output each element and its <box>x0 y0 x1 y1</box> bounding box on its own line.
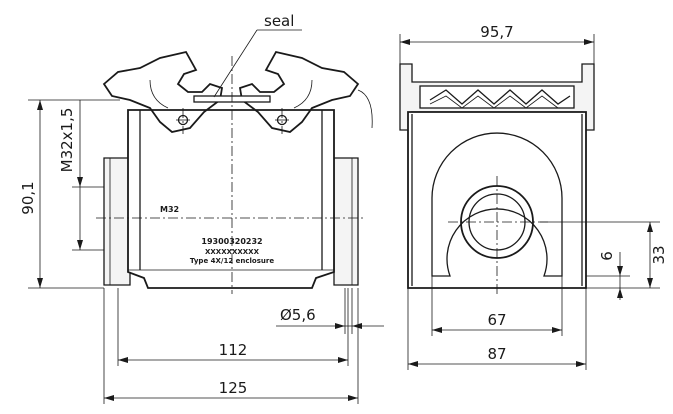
part-number-marking: 19300320232 <box>201 237 262 246</box>
dim-thread: M32x1,5 <box>58 108 76 173</box>
dim-length-inner: 112 <box>219 341 248 359</box>
type-marking: Type 4X/12 enclosure <box>190 257 274 265</box>
side-view: seal M32 19300320232 XXXXXXXXXX Type 4X/… <box>19 12 384 404</box>
right-locking-lever <box>238 50 360 133</box>
front-arch <box>431 132 563 277</box>
side-boss-left <box>103 157 131 286</box>
side-boss-right <box>333 157 359 286</box>
dim-center-height: 33 <box>650 245 668 264</box>
dim-base-offset: 6 <box>598 251 616 261</box>
dim-width-inner: 67 <box>487 311 506 329</box>
dim-length-outer: 125 <box>219 379 248 397</box>
dim-width-top: 95,7 <box>480 23 513 41</box>
dim-hole: Ø5,6 <box>280 306 316 324</box>
dim-height-total: 90,1 <box>19 181 37 214</box>
left-locking-lever <box>102 50 224 133</box>
seal-callout: seal <box>264 12 294 30</box>
dim-width-outer: 87 <box>487 345 506 363</box>
side-housing <box>127 109 335 289</box>
code-marking: XXXXXXXXXX <box>205 248 260 256</box>
front-view: 95,7 33 6 67 87 <box>399 23 668 370</box>
thread-marking: M32 <box>160 205 179 214</box>
